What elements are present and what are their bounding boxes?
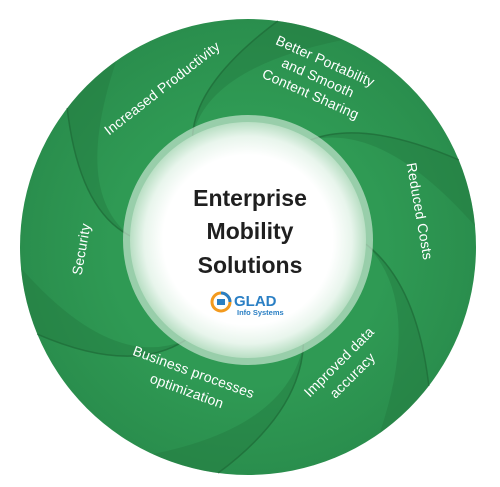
segment-shade	[67, 60, 131, 236]
glad-logo: GLAD Info Systems	[210, 291, 284, 317]
glad-logo-mark	[210, 291, 232, 313]
segment-separator	[310, 132, 459, 161]
segment-shade	[192, 20, 344, 136]
segment-separator	[217, 344, 305, 474]
segment-shade	[20, 268, 186, 357]
segment-separator	[191, 20, 279, 136]
segment-separator	[365, 243, 430, 386]
segment-separators	[20, 20, 476, 474]
logo-tagline: Info Systems	[237, 308, 284, 317]
center-disc	[130, 122, 366, 358]
center-title-line-3: Solutions	[198, 252, 303, 278]
logo-name: GLAD	[234, 293, 277, 310]
center-title-line-1: Enterprise	[193, 185, 307, 211]
center-title-line-2: Mobility	[207, 218, 294, 244]
segment-separator	[37, 333, 186, 357]
segment-separator	[66, 108, 131, 237]
segment-shade	[365, 244, 429, 434]
segment-shade	[310, 132, 476, 226]
segment-shade	[152, 344, 304, 474]
